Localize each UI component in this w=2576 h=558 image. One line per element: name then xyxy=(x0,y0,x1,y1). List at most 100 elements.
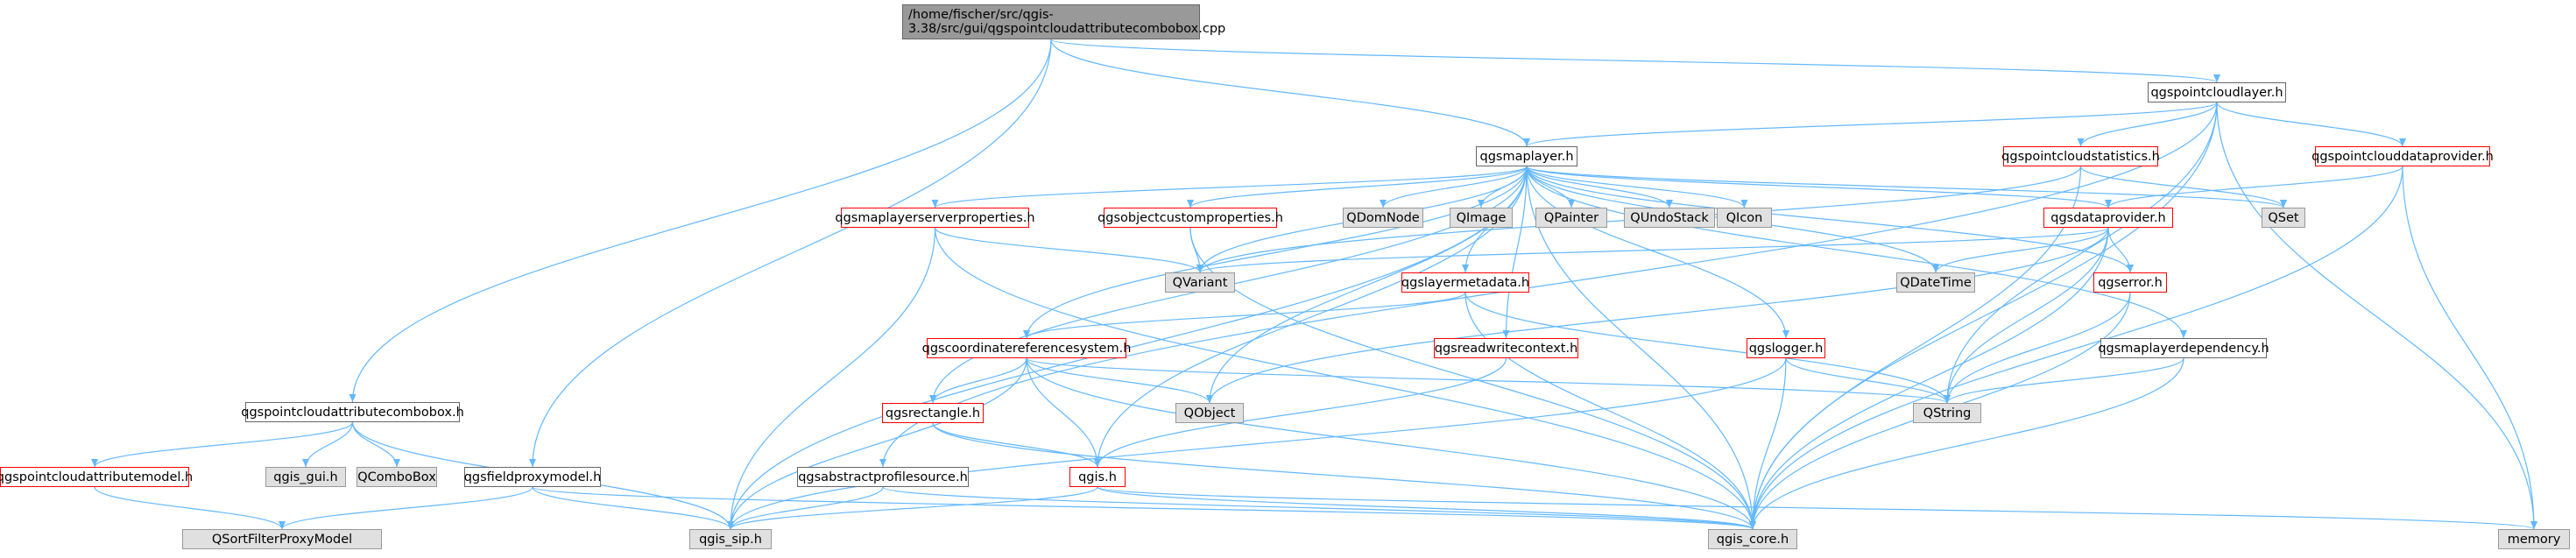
dependency-edge-aps-core xyxy=(882,486,1754,530)
dependency-edge-ml-qundo xyxy=(1526,166,1670,208)
dependency-edge-mld-qstr xyxy=(1946,357,2184,404)
dependency-edge-pcl-mem xyxy=(2216,102,2535,530)
arrowhead-pcs-qset xyxy=(2280,200,2287,208)
node-pcdp[interactable]: qgspointclouddataprovider.h xyxy=(2311,146,2494,166)
dependency-edge-pcdp-mem xyxy=(2402,166,2535,530)
dependency-edge-pcl-aps xyxy=(882,102,2218,468)
node-err[interactable]: qgserror.h xyxy=(2093,272,2167,293)
node-sfpm: QSortFilterProxyModel xyxy=(182,529,382,549)
dependency-edge-pcam-sfpm xyxy=(94,486,283,530)
dependency-edge-pcdp-core xyxy=(1752,166,2403,530)
dependency-edge-err-qstr xyxy=(1946,292,2131,404)
dependency-edge-dp-qstr xyxy=(1946,227,2109,404)
dependency-edge-ml-dp xyxy=(1526,166,2109,208)
dependency-edge-rect-core xyxy=(932,422,1754,530)
dependency-edge-fpm-sfpm xyxy=(281,486,533,530)
arrowhead-pcl-ml xyxy=(1523,138,1530,146)
arrowhead-pcac-qcb xyxy=(393,459,400,467)
dependency-edge-pcac-pcam xyxy=(94,421,354,468)
dependency-edge-ml-core xyxy=(1526,166,1754,530)
node-rwc[interactable]: qgsreadwritecontext.h xyxy=(1434,338,1578,358)
dependency-edge-mlsp-core xyxy=(934,227,1754,530)
arrowhead-lmd-crs xyxy=(1023,330,1030,338)
dependency-edge-ml-qicon xyxy=(1526,166,1746,208)
node-qobj: QObject xyxy=(1175,403,1244,423)
node-lmd[interactable]: qgslayermetadata.h xyxy=(1401,272,1529,293)
dependency-edge-crs-sip xyxy=(730,357,1027,530)
arrowhead-ml-ocp xyxy=(1187,200,1194,208)
node-qvar: QVariant xyxy=(1165,272,1235,293)
node-mem: memory xyxy=(2498,529,2570,549)
node-mlsp[interactable]: qgsmaplayerserverproperties.h xyxy=(835,208,1035,228)
arrowhead-root-pcac xyxy=(349,394,356,402)
node-pcl[interactable]: qgspointcloudlayer.h xyxy=(2148,82,2286,102)
node-core: qgis_core.h xyxy=(1708,529,1797,549)
arrowhead-qgis-sip xyxy=(727,521,734,529)
dependency-edge-ml-log xyxy=(1526,166,1787,339)
dependency-edge-root-fpm xyxy=(532,39,1052,468)
node-qdom: QDomNode xyxy=(1343,208,1423,228)
node-ml[interactable]: qgsmaplayer.h xyxy=(1476,146,1577,166)
dependency-edge-crs-qobj xyxy=(1026,357,1210,404)
arrowhead-qgis-mem xyxy=(2530,521,2537,529)
node-mld[interactable]: qgsmaplayerdependency.h xyxy=(2098,338,2269,358)
node-ocp[interactable]: qgsobjectcustomproperties.h xyxy=(1097,208,1283,228)
node-pcam[interactable]: qgspointcloudattributemodel.h xyxy=(0,467,193,487)
dependency-edge-qgis-sip xyxy=(730,486,1098,530)
node-qdt: QDateTime xyxy=(1896,272,1975,293)
dependency-edge-log-core xyxy=(1752,357,1787,530)
dependency-edge-pcl-pcs xyxy=(2079,102,2218,147)
arrowhead-pcac-pcam xyxy=(91,459,98,467)
arrowhead-ml-qundo xyxy=(1666,200,1673,208)
dependency-edge-pcl-qstr xyxy=(1946,102,2218,404)
dependency-edge-fpm-core xyxy=(532,486,1754,530)
arrowhead-dp-err xyxy=(2127,265,2134,272)
arrowhead-crs-qobj xyxy=(1206,395,1213,403)
node-log[interactable]: qgslogger.h xyxy=(1747,338,1825,358)
dependency-edge-qgis-mem xyxy=(1097,486,2535,530)
arrowhead-root-fpm xyxy=(529,459,536,467)
node-crs[interactable]: qgscoordinatereferencesystem.h xyxy=(922,338,1131,358)
dependency-edge-ml-ocp xyxy=(1189,166,1528,208)
dependency-edge-mld-core xyxy=(1752,357,2184,530)
arrowhead-ml-mlsp xyxy=(931,200,939,208)
arrowhead-fpm-sfpm xyxy=(279,521,286,529)
arrowhead-qgis-core xyxy=(1749,521,1756,529)
node-aps[interactable]: qgsabstractprofilesource.h xyxy=(797,467,969,487)
dependency-edge-ml-qdom xyxy=(1382,166,1528,208)
node-root[interactable]: /home/fischer/src/qgis-3.38/src/gui/qgsp… xyxy=(902,4,1225,39)
node-qgis[interactable]: qgis.h xyxy=(1069,467,1126,487)
dependency-edge-lmd-crs xyxy=(1026,292,1466,339)
arrowhead-ml-lmd xyxy=(1462,265,1469,272)
arrowhead-rect-qgis xyxy=(1094,459,1101,467)
dependency-edge-qgis-core xyxy=(1097,486,1754,530)
node-qset: QSet xyxy=(2262,208,2305,228)
node-pcac[interactable]: qgspointcloudattributecombobox.h xyxy=(241,402,464,422)
dependency-edge-fpm-sip xyxy=(532,486,731,530)
node-rect[interactable]: qgsrectangle.h xyxy=(882,403,984,423)
node-fpm[interactable]: qgsfieldproxymodel.h xyxy=(464,467,601,487)
arrowhead-pcdp-dp xyxy=(2105,200,2112,208)
dependency-edge-dp-qobj xyxy=(1209,227,2109,404)
arrowhead-root-pcl xyxy=(2213,74,2220,82)
dependency-edge-aps-sip xyxy=(730,486,884,530)
arrowhead-pcl-aps xyxy=(879,459,886,467)
dependency-edge-mlsp-qvar xyxy=(934,227,1201,273)
dependency-edge-dp-qdt xyxy=(1935,227,2109,273)
dependency-edge-root-ml xyxy=(1050,39,1528,147)
dependency-edge-log-sip xyxy=(730,357,1787,530)
dependency-edge-ml-err xyxy=(1526,166,2131,273)
dependency-edge-pcs-qset xyxy=(2079,166,2284,208)
node-dp[interactable]: qgsdataprovider.h xyxy=(2043,208,2173,228)
dependency-edge-log-qstr xyxy=(1785,357,1948,404)
dependency-edge-crs-qgis xyxy=(1026,357,1098,468)
dependency-edge-root-pcl xyxy=(1050,39,2218,83)
dependency-edge-ml-rwc xyxy=(1505,166,1528,339)
node-qpnt: QPainter xyxy=(1535,208,1607,228)
node-pcs[interactable]: qgspointcloudstatistics.h xyxy=(2001,146,2160,166)
arrowhead-ml-qpnt xyxy=(1568,200,1575,208)
dependency-edge-pcdp-dp xyxy=(2107,166,2403,208)
dependency-edge-ml-mld xyxy=(1526,166,2184,339)
arrowhead-ml-log xyxy=(1782,330,1789,338)
arrowhead-pcl-pcdp xyxy=(2399,138,2406,146)
